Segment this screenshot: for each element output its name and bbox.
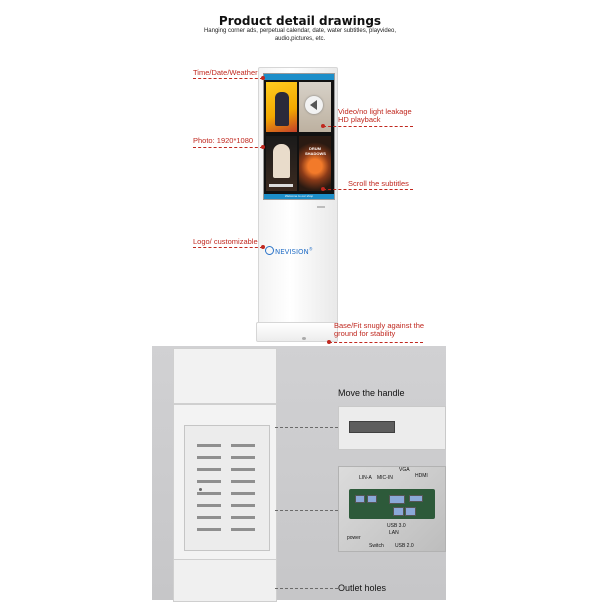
label-usb2: USB 2.0 [395,543,414,549]
label-hdmi: HDMI [415,473,428,479]
leader-line-photo [193,147,263,148]
leader-line-outlet [275,588,338,589]
port-vga [389,495,405,504]
vent-slot [231,468,255,471]
label-lan: LAN [389,530,399,536]
label-logo: Logo/ customizable [193,237,258,246]
logo-registered: ® [308,246,313,252]
logo-text: NEVISION [275,248,309,256]
label-mic-in: MIC-IN [377,475,393,481]
port-lan [405,507,416,516]
vent-slot [197,492,221,495]
lock-keyhole-icon [199,488,202,491]
label-vga: VGA [399,467,410,473]
port-mic [367,495,377,503]
video-tile [299,82,331,132]
kiosk-base [256,322,338,342]
label-photo: Photo: 1920*1080 [193,136,254,145]
label-outlet-holes: Outlet holes [338,583,387,593]
leader-dot-video [321,124,325,128]
label-power: power [347,535,361,541]
page-title: Product detail drawings [218,14,382,28]
base-indicator [302,337,306,340]
mainboard [349,489,435,519]
leader-line-video [323,126,413,127]
vent-slot [231,516,255,519]
leader-dot-time [261,76,265,80]
vent-slot [197,456,221,459]
label-usb3: USB 3.0 [387,523,406,529]
vent-slot [231,456,255,459]
leader-dot-subtitles [321,187,325,191]
back-base-foot [173,559,277,602]
back-upper-panel [173,348,277,404]
leader-dot-photo [261,145,265,149]
kiosk-screen: DRUM SHADOWS Welcome to our shop [263,73,335,200]
label-base: Base/Fit snugly against the ground for s… [334,321,425,338]
label-time-date-weather: Time/Date/Weather [193,68,258,77]
leader-dot-logo [261,245,265,249]
vent-slot [197,444,221,447]
label-subtitles: Scroll the subtitles [348,179,409,188]
label-switch: Switch [369,543,384,549]
kiosk-body: DRUM SHADOWS Welcome to our shop NEVISIO… [258,67,338,326]
vent-slot [197,480,221,483]
port-hdmi [409,495,423,502]
label-video: Video/no light leakage HD playback [338,107,412,124]
vent-panel [184,425,270,551]
ports-closeup: LIN-A MIC-IN VGA HDMI USB 3.0 LAN power … [338,466,446,552]
label-lin-a: LIN-A [359,475,372,481]
leader-dot-base [327,340,331,344]
vent-slot [231,528,255,531]
vent-slot [197,528,221,531]
label-move-handle: Move the handle [338,388,405,398]
logo-icon [265,246,274,255]
vent-slot [231,492,255,495]
screen-top-bar [264,74,334,80]
handle-slot [349,421,395,433]
port-usb3 [393,507,404,516]
back-cabinet-door [173,404,277,561]
vent-slot [197,516,221,519]
poster-title: DRUM SHADOWS [305,146,326,156]
leader-line-handle [275,427,338,428]
handle-closeup [338,406,446,450]
vent-slot [231,480,255,483]
leader-line-time [193,78,263,79]
port-lin [355,495,365,503]
page-subtitle: Hanging corner ads, perpetual calendar, … [203,28,397,42]
leader-line-ports [275,510,338,511]
poster-caption [269,184,293,187]
poster-tile-3 [266,136,297,191]
play-icon [305,96,323,114]
kiosk-back-photo: Move the handle LIN-A MIC-IN VGA HDMI US… [152,346,446,602]
leader-line-base [329,342,423,343]
speaker-vent [317,206,325,208]
poster-figure [275,92,289,126]
subtitle-bar: Welcome to our shop [264,194,334,199]
vent-slot [197,468,221,471]
vent-slot [231,504,255,507]
poster-tile-1 [266,82,297,132]
vent-slot [197,504,221,507]
poster-tile-4: DRUM SHADOWS [299,136,331,191]
scroll-subtitle-text: Welcome to our shop [284,194,314,198]
leader-line-subtitles [323,189,413,190]
brand-logo: NEVISION® [265,246,335,256]
poster-figure [273,144,290,178]
vent-slot [231,444,255,447]
leader-line-logo [193,247,263,248]
kiosk-drawing: DRUM SHADOWS Welcome to our shop NEVISIO… [256,67,340,342]
